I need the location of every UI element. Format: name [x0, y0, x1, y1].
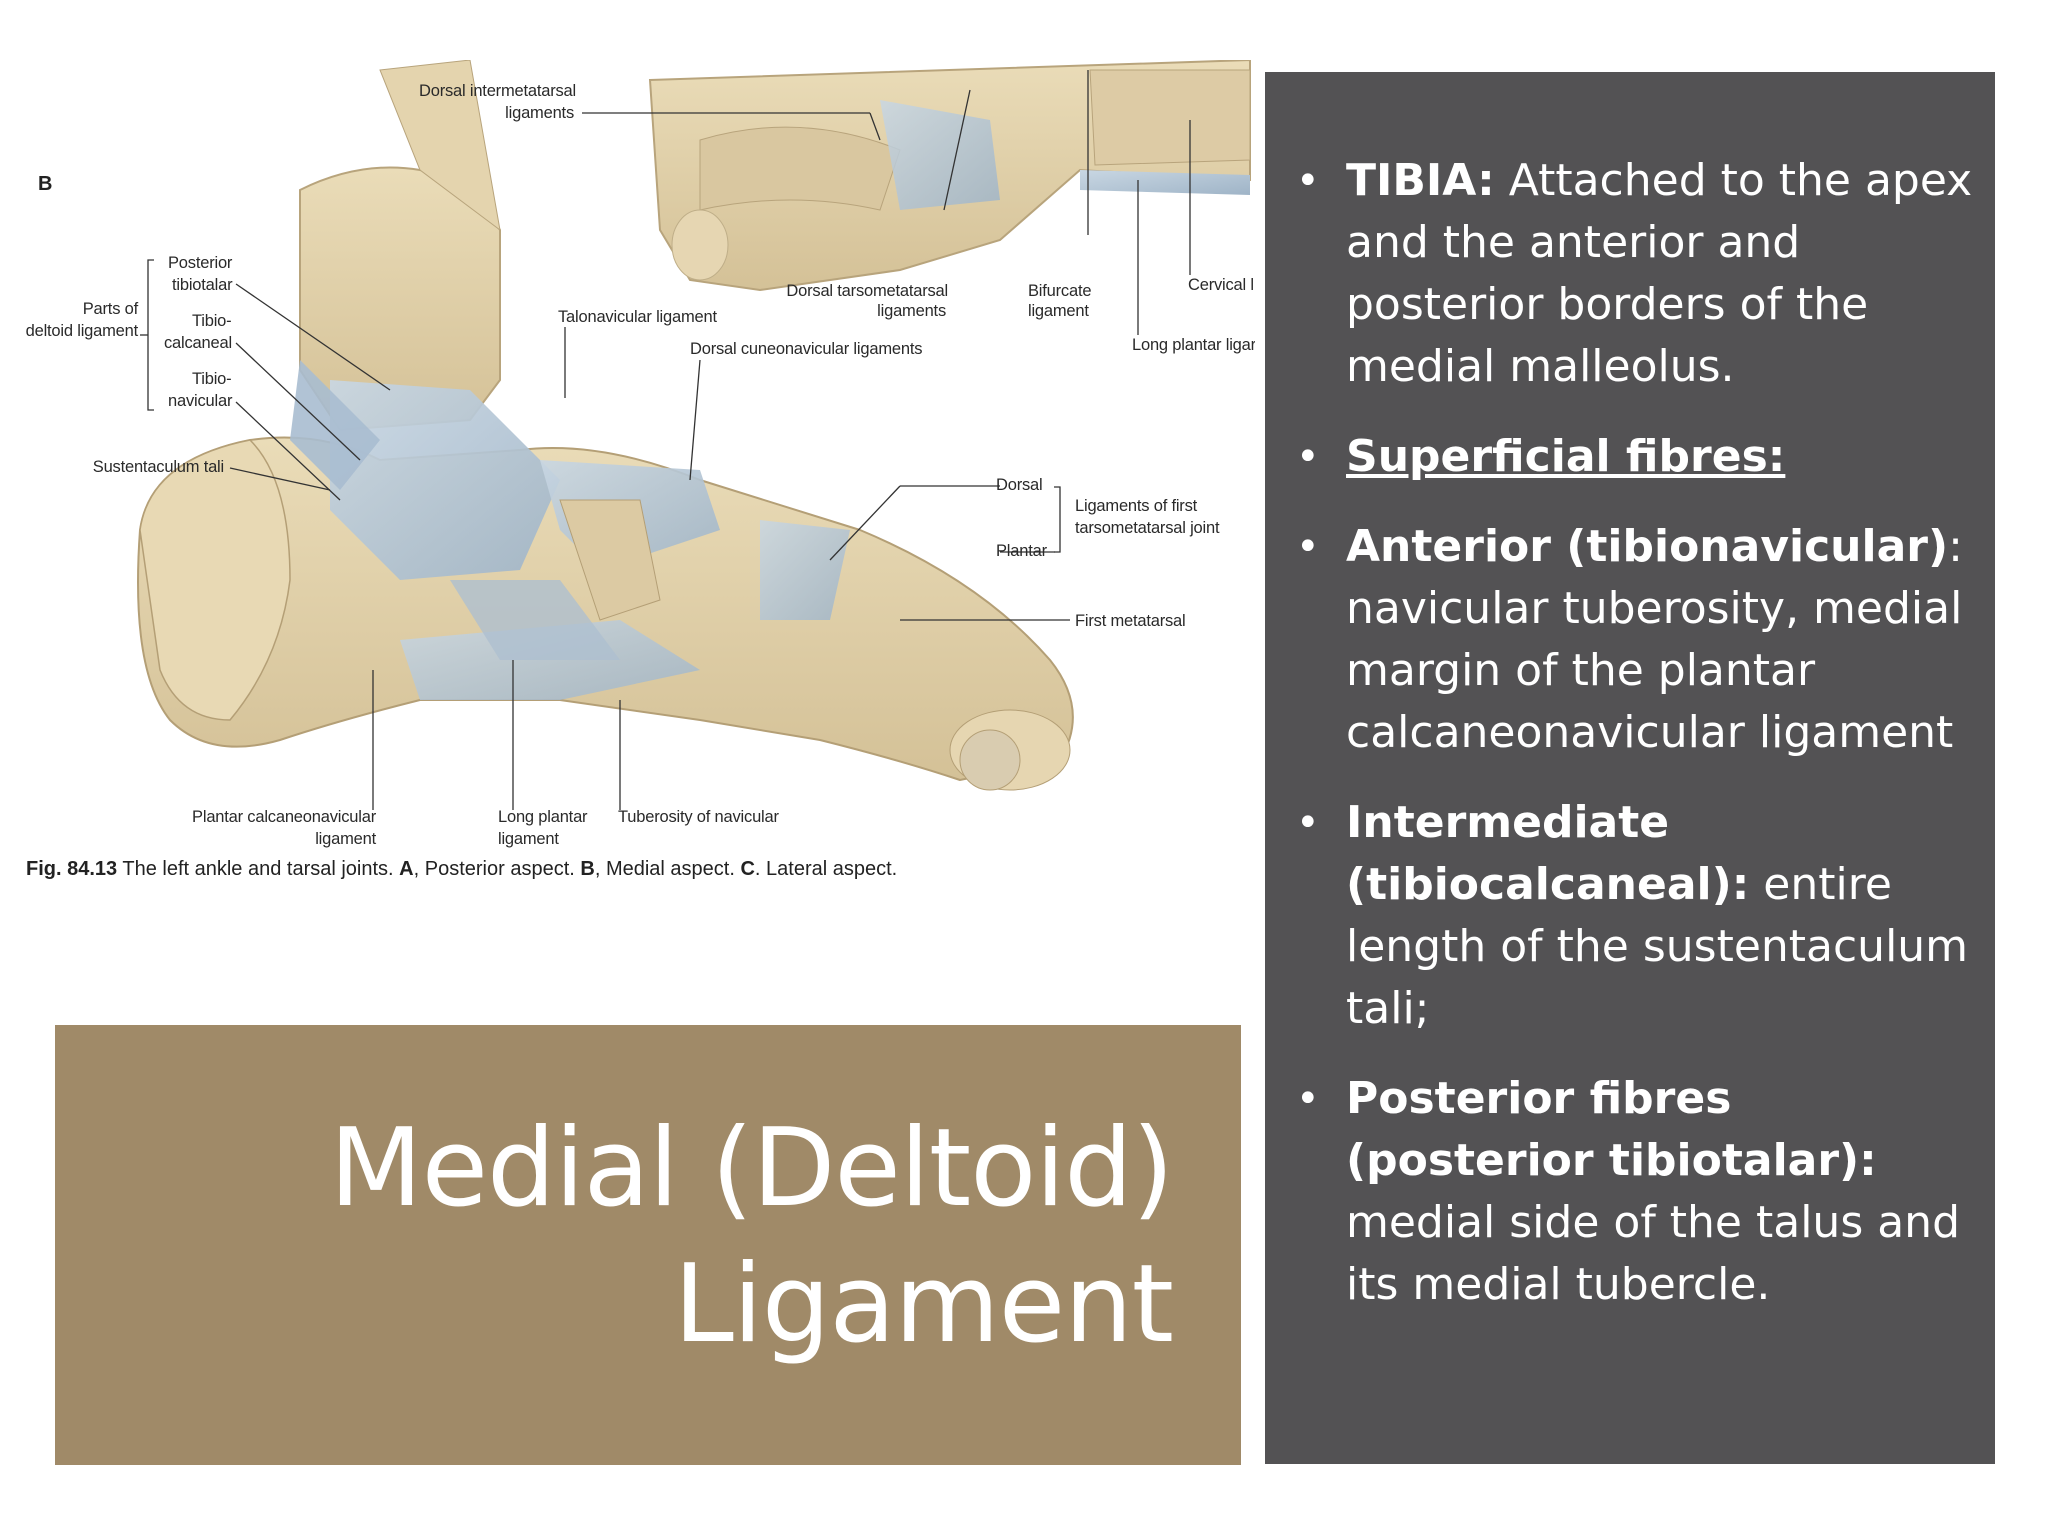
- label-sustentaculum-tali: Sustentaculum tali: [93, 458, 224, 476]
- label-dorsal: Dorsal: [996, 476, 1042, 494]
- label-tibionavicular: Tibio-: [192, 370, 231, 388]
- slide-title-line2: Ligament: [673, 1242, 1174, 1367]
- foot-illustration: B Dorsal intermetatarsal ligaments Poste…: [26, 60, 1255, 848]
- panel-letter: B: [38, 173, 52, 195]
- label-parts-of: Parts of: [83, 300, 139, 318]
- label-posterior-tibiotalar: Posterior: [168, 254, 233, 272]
- label-plantar-calcaneonavicular: Plantar calcaneonavicular: [192, 808, 377, 826]
- label-tuberosity-navicular: Tuberosity of navicular: [618, 808, 779, 826]
- bullet-text: : navicular tuberosity, medial margin of…: [1346, 521, 1963, 758]
- content-panel: [1265, 72, 1995, 1464]
- caption-text-c: , Medial aspect.: [594, 858, 741, 880]
- figure-caption: Fig. 84.13 The left ankle and tarsal joi…: [26, 858, 897, 881]
- label-plantar-calcaneonavicular-2: ligament: [315, 830, 376, 848]
- bullet-text: entire length of the sustentaculum tali;: [1346, 859, 1969, 1034]
- bullet-dot-icon: •: [1296, 158, 1320, 204]
- caption-text-a: The left ankle and tarsal joints.: [117, 858, 400, 880]
- bullet-anterior: • Anterior (tibionavicular): navicular tu…: [1296, 516, 1986, 764]
- bullet-superficial: • Superficial fibres:: [1296, 426, 1986, 488]
- bullet-bold: Superficial fibres:: [1346, 431, 1786, 482]
- label-dorsal-intermetatarsal: Dorsal intermetatarsal: [419, 82, 576, 100]
- bullet-dot-icon: •: [1296, 524, 1320, 570]
- caption-fig-number: Fig. 84.13: [26, 858, 118, 880]
- slide-title-line1: Medial (Deltoid): [329, 1106, 1174, 1231]
- label-tibiocalcaneal: Tibio-: [192, 312, 231, 330]
- tibia-bone: [299, 60, 501, 432]
- anatomy-figure: B Dorsal intermetatarsal ligaments Poste…: [0, 60, 1255, 960]
- dorsal-foot-inset: [648, 60, 1251, 292]
- bullet-bold: TIBIA:: [1346, 155, 1495, 206]
- bullet-text: medial side of the talus and its medial …: [1346, 1197, 1961, 1310]
- bullet-posterior: • Posterior fibres (posterior tibiotalar)…: [1296, 1068, 1986, 1316]
- label-dorsal-tarsometatarsal-2: ligaments: [877, 302, 946, 320]
- bullet-dot-icon: •: [1296, 1076, 1320, 1122]
- label-dorsal-intermetatarsal-2: ligaments: [505, 104, 574, 122]
- bullet-bold: Intermediate (tibiocalcaneal):: [1346, 797, 1750, 910]
- bullet-bold: Posterior fibres (posterior tibiotalar):: [1346, 1073, 1877, 1186]
- label-tibiocalcaneal-2: calcaneal: [164, 334, 232, 352]
- label-posterior-tibiotalar-2: tibiotalar: [172, 276, 233, 294]
- bullet-dot-icon: •: [1296, 434, 1320, 480]
- bullet-tibia: • TIBIA: Attached to the apex and the ant…: [1296, 150, 1986, 398]
- slide-title: Medial (Deltoid) Ligament: [329, 1101, 1174, 1373]
- label-bifurcate-2: ligament: [1028, 302, 1089, 320]
- label-long-plantar-2: ligament: [498, 830, 559, 848]
- bullet-text: Attached to the apex and the anterior an…: [1346, 155, 1973, 392]
- label-long-plantar-top: Long plantar ligar: [1132, 336, 1255, 354]
- bullet-list: • TIBIA: Attached to the apex and the ant…: [1296, 150, 1986, 1344]
- caption-text-d: . Lateral aspect.: [754, 858, 898, 880]
- label-plantar: Plantar: [996, 542, 1048, 560]
- label-tibionavicular-2: navicular: [168, 392, 233, 410]
- bullet-bold: Anterior (tibionavicular): [1346, 521, 1949, 572]
- medial-foot: [137, 360, 1074, 791]
- label-bifurcate: Bifurcate: [1028, 282, 1091, 300]
- label-long-plantar: Long plantar: [498, 808, 588, 826]
- label-ligaments-first-tmt-2: tarsometatarsal joint: [1075, 519, 1220, 537]
- caption-b: B: [580, 858, 595, 880]
- leader-lines: [140, 70, 1191, 810]
- label-dorsal-tarsometatarsal: Dorsal tarsometatarsal: [786, 282, 948, 300]
- label-talonavicular: Talonavicular ligament: [558, 308, 717, 326]
- caption-text-b: , Posterior aspect.: [413, 858, 581, 880]
- bullet-dot-icon: •: [1296, 800, 1320, 846]
- label-deltoid-ligament: deltoid ligament: [26, 322, 139, 340]
- label-dorsal-cuneonavicular: Dorsal cuneonavicular ligaments: [690, 340, 922, 358]
- caption-a: A: [399, 858, 414, 880]
- title-box: Medial (Deltoid) Ligament: [55, 1025, 1241, 1465]
- caption-c: C: [740, 858, 755, 880]
- label-first-metatarsal: First metatarsal: [1075, 612, 1186, 630]
- bullet-intermediate: • Intermediate (tibiocalcaneal): entire l…: [1296, 792, 1986, 1040]
- label-ligaments-first-tmt: Ligaments of first: [1075, 497, 1198, 515]
- label-cervical: Cervical l: [1188, 276, 1254, 294]
